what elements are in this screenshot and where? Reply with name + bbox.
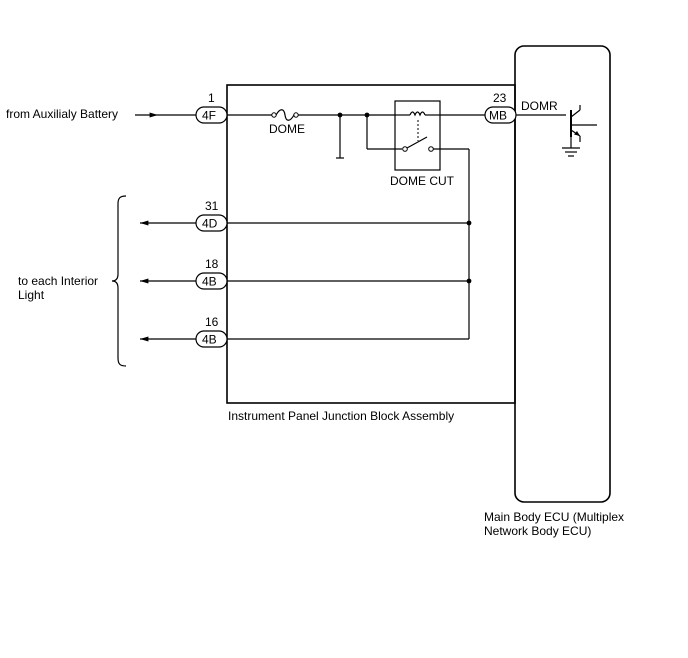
fuse-icon [271,109,299,121]
output-wires [140,220,196,342]
ecu-label-line2: Network Body ECU) [484,524,591,538]
out2-pin: 18 [205,257,219,271]
interior-label-line1: to each Interior [18,274,98,288]
junction-dot [364,112,370,118]
out1-code: 4D [202,217,218,231]
out2-code: 4B [202,275,217,289]
signal-label: DOMR [521,99,558,113]
transistor-icon [516,105,597,157]
internal-wiring [227,114,485,340]
ecu-box [514,45,611,503]
relay-label: DOME CUT [390,174,455,188]
ecu-label-line1: Main Body ECU (Multiplex [484,510,624,524]
interior-label-line2: Light [18,288,45,302]
source-label: from Auxilialy Battery [6,107,118,121]
relay-icon [394,100,441,171]
input-connector-pin: 1 [208,91,215,105]
junction-block-label: Instrument Panel Junction Block Assembly [228,409,454,423]
junction-dot [466,220,472,226]
ecu-connector-code: MB [489,109,507,123]
interior-light-brace [111,195,127,367]
input-connector-code: 4F [202,109,216,123]
fuse-label: DOME [269,122,305,136]
junction-dot [466,278,472,284]
out3-code: 4B [202,333,217,347]
out1-pin: 31 [205,199,219,213]
connector-4f [195,106,228,124]
junction-dot [337,112,343,118]
out3-pin: 16 [205,315,219,329]
ecu-connector-pin: 23 [493,91,507,105]
